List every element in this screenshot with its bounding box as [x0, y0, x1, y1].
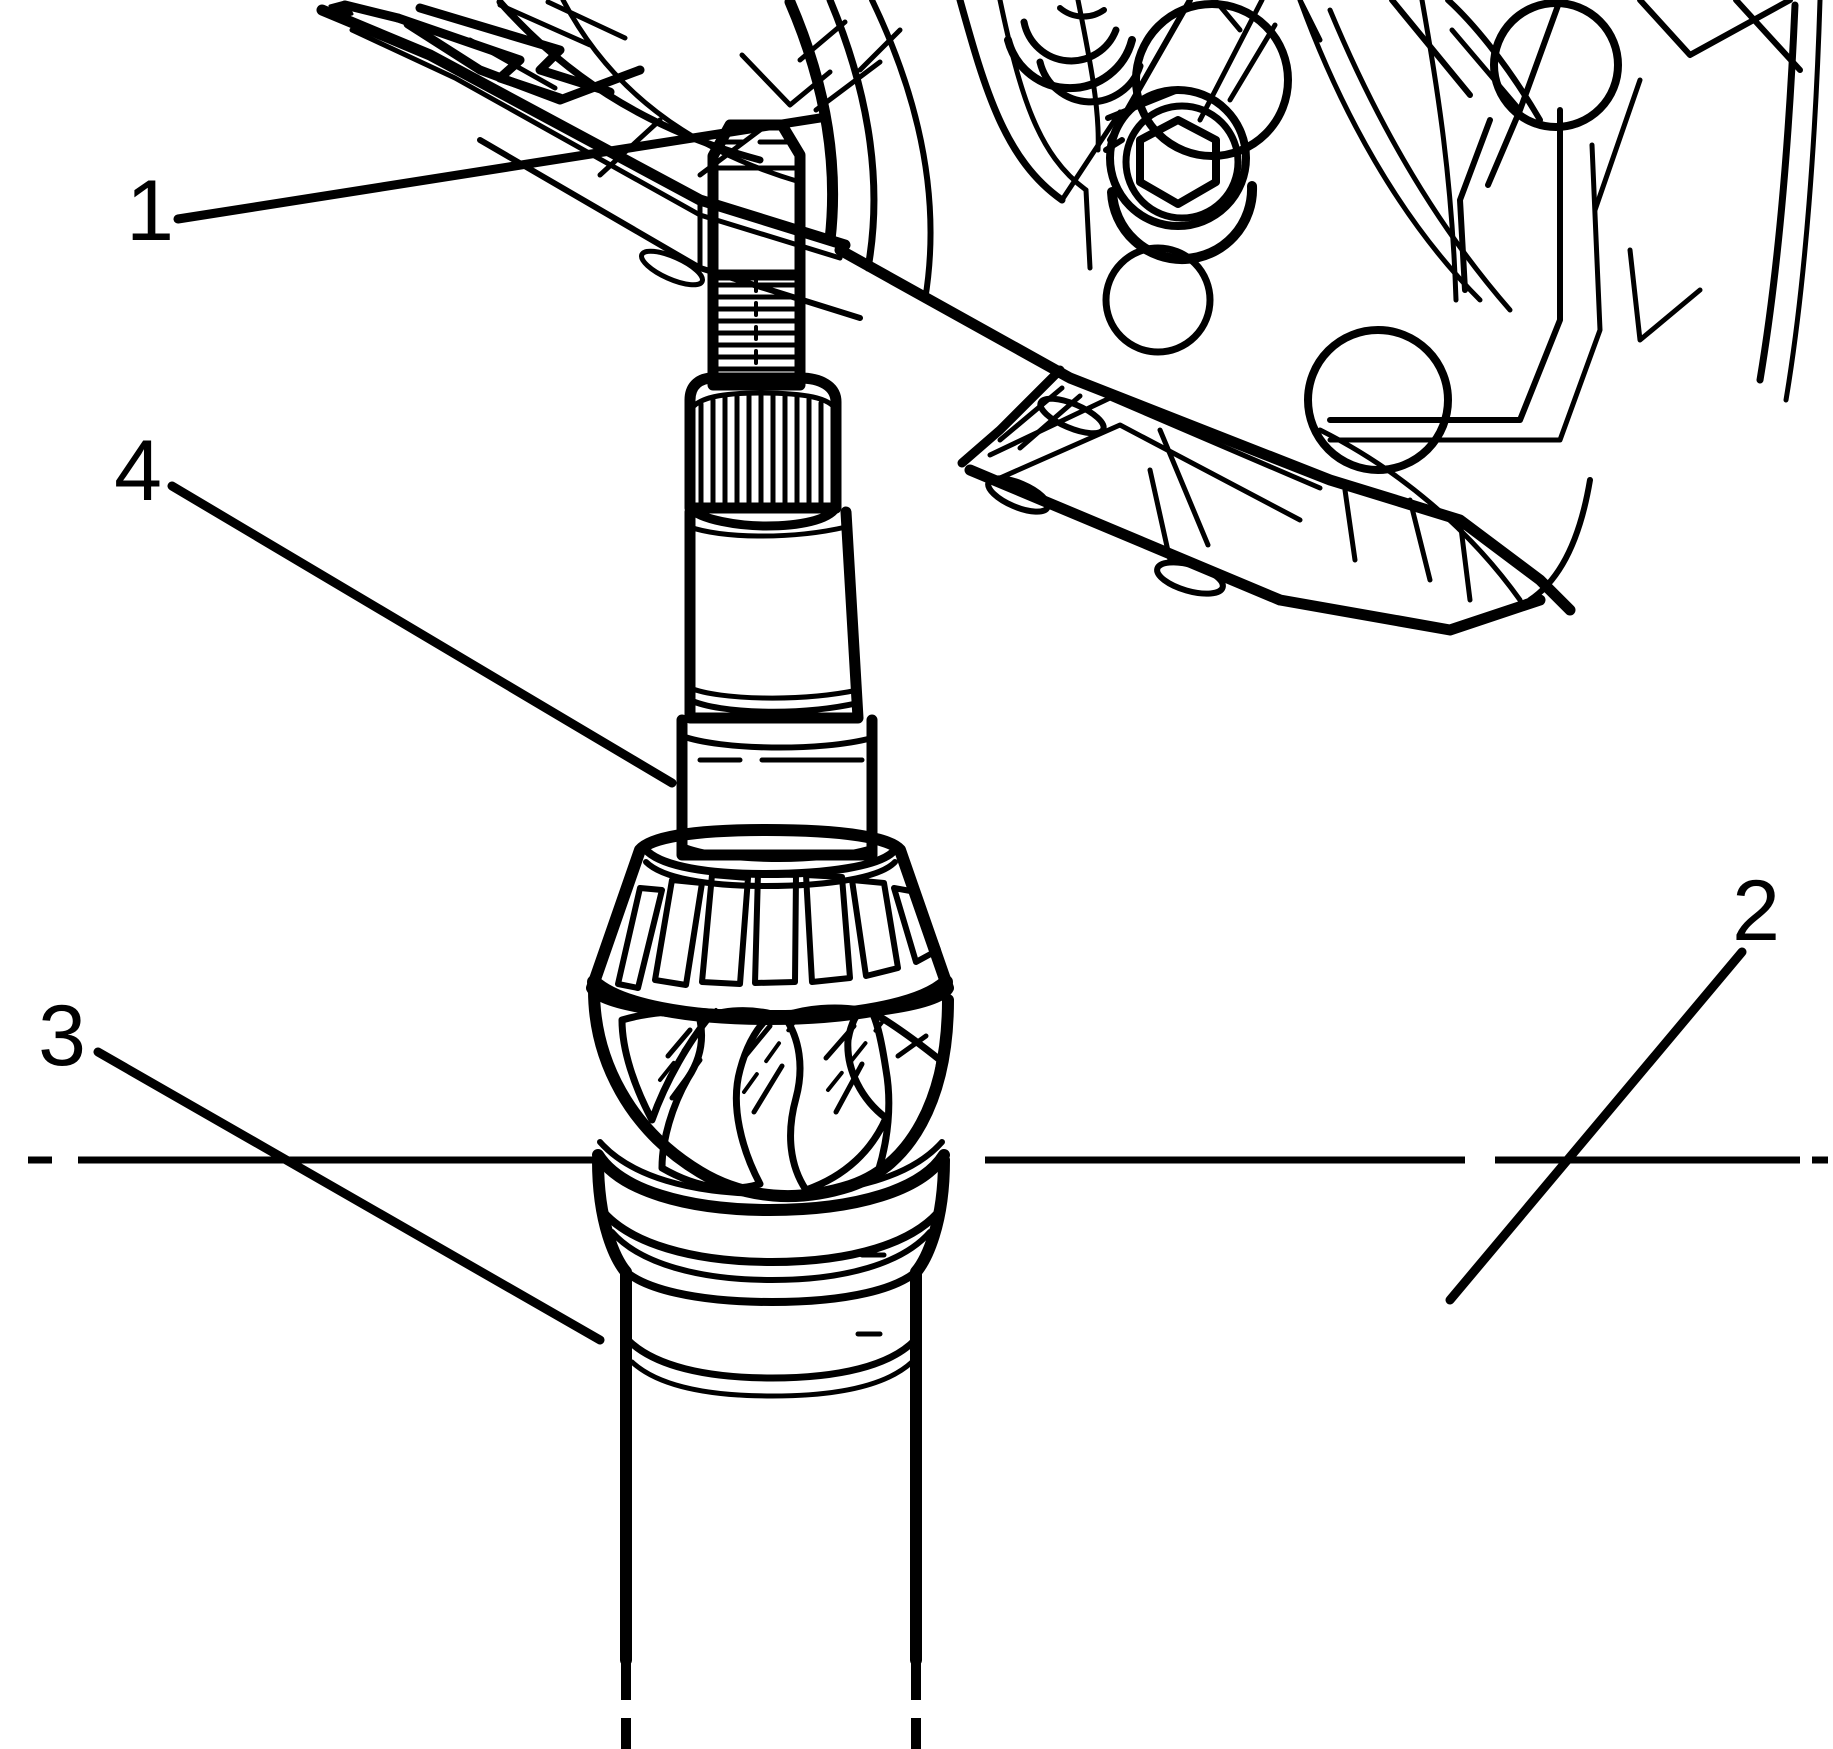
leader-line-3	[93, 1047, 605, 1345]
housing-flange-oval-boss	[639, 248, 705, 288]
housing-arm-bottom-edge	[964, 464, 1546, 636]
stem-flange-arc-2	[609, 1229, 933, 1283]
housing-rib-g	[1449, 27, 1523, 113]
bearing-rollers	[615, 870, 941, 991]
housing-bore-top-right	[1490, 0, 1622, 131]
gear-bottom-rim-2	[597, 1139, 945, 1197]
housing-arm-oval-hole-3	[1154, 559, 1226, 597]
pinion-shaft-assembly	[586, 119, 954, 1666]
bolt-head-shadow-arc	[1107, 181, 1258, 264]
housing-arm-inner-7	[1342, 487, 1358, 563]
housing-right-diag-3	[1592, 77, 1643, 213]
housing-break-hatch	[467, 0, 628, 91]
housing-rib-a	[1059, 109, 1123, 203]
stem-lower-arc-1	[624, 1336, 919, 1382]
housing-arm-curve-end	[1317, 427, 1523, 603]
housing-rib-h	[1485, 0, 1563, 188]
housing-arm-oval-hole-1	[1037, 395, 1107, 437]
shaft-body-bottom-arc-2	[687, 685, 861, 701]
journal-bottom-arc	[679, 843, 875, 862]
housing-far-right-edge-2	[1783, 0, 1823, 403]
spline-teeth	[698, 390, 824, 511]
spline-collar-outline	[684, 372, 842, 514]
callout-label-4: 4	[114, 423, 162, 519]
journal-top-arc	[679, 733, 875, 751]
callout-leaders	[93, 113, 1747, 1345]
stem-break-lines	[621, 1662, 921, 1749]
pinion-spline-section	[684, 372, 842, 531]
axle-housing-casting	[316, 0, 1823, 636]
pinion-shaft-body	[684, 506, 864, 724]
housing-flange-edge-inner	[349, 27, 843, 261]
housing-contour-2	[1419, 0, 1459, 303]
housing-bell-outer-curve-2	[826, 0, 878, 272]
housing-scallop-outer	[1004, 36, 1136, 93]
callout-label-1: 1	[126, 163, 174, 259]
housing-rib-j	[1103, 137, 1125, 153]
housing-right-panel-2	[1327, 142, 1603, 443]
gear-bottom-rim	[592, 1149, 950, 1216]
leader-line-1	[173, 113, 825, 224]
bolt-hex-socket	[1136, 116, 1220, 208]
shaft-body-outline	[684, 506, 864, 724]
housing-body-edge-left	[956, 0, 1066, 204]
leader-line-4	[167, 481, 677, 788]
bolt-head-inner-circle	[1122, 102, 1242, 222]
stem-flange-arc-1	[596, 1204, 946, 1266]
gear-tooth-flank-lines	[665, 1023, 929, 1115]
housing-rib-b	[1083, 187, 1093, 271]
stem-step-arc	[616, 1262, 926, 1306]
housing-right-diag-4	[1627, 247, 1703, 343]
gear-pitch-dashes	[658, 1008, 886, 1094]
journal-outline	[676, 714, 878, 861]
housing-bore-lower-left	[1102, 244, 1214, 356]
housing-right-diag-1	[1297, 0, 1483, 303]
housing-rib-i	[1105, 87, 1181, 121]
housing-arm-inner-1	[987, 395, 1323, 491]
pinion-lower-stem	[592, 1154, 950, 1666]
pinion-bearing-journal	[676, 714, 878, 862]
shaft-body-top-arc	[687, 524, 849, 539]
housing-contour-1	[1075, 0, 1101, 153]
housing-rib-e	[1227, 22, 1278, 103]
housing-scallop-inner	[1036, 58, 1144, 106]
spline-bottom-arc	[685, 503, 841, 531]
housing-contour-3	[1457, 117, 1493, 293]
housing-arm-tip	[1527, 477, 1593, 603]
housing-bell-outer-curve	[784, 0, 839, 246]
housing-rib-k	[1212, 0, 1243, 33]
housing-right-panel	[1327, 107, 1563, 423]
housing-arm-left-end	[957, 365, 1065, 468]
housing-arm-inner-2	[997, 422, 1303, 523]
housing-arm-inner-8	[1407, 497, 1433, 583]
bearing-cup-top-arc-2	[643, 859, 898, 889]
stem-lower-arc-2	[629, 1359, 915, 1399]
callout-label-3: 3	[38, 988, 86, 1084]
stem-hidden-dashes	[855, 1252, 887, 1337]
housing-break-edge-detail	[340, 0, 645, 105]
housing-far-right-edge	[1756, 1, 1799, 384]
shaft-body-bottom-arc	[687, 697, 861, 715]
housing-right-diag-2	[1327, 7, 1513, 313]
callout-label-2: 2	[1732, 863, 1780, 959]
housing-scallop-mid	[1020, 18, 1120, 65]
housing-body-edge-left-2	[997, 0, 1089, 193]
housing-arm-inner-6	[1147, 467, 1173, 563]
housing-bore-mid-right	[1304, 326, 1452, 474]
housing-arm-oval-hole-2	[985, 475, 1051, 515]
housing-arm-inner-5	[1157, 427, 1211, 548]
housing-right-edge-b	[1445, 0, 1543, 123]
hypoid-pinion-gear	[588, 984, 954, 1216]
leader-line-2	[1445, 947, 1747, 1305]
housing-flange-edge-outer	[316, 4, 851, 251]
